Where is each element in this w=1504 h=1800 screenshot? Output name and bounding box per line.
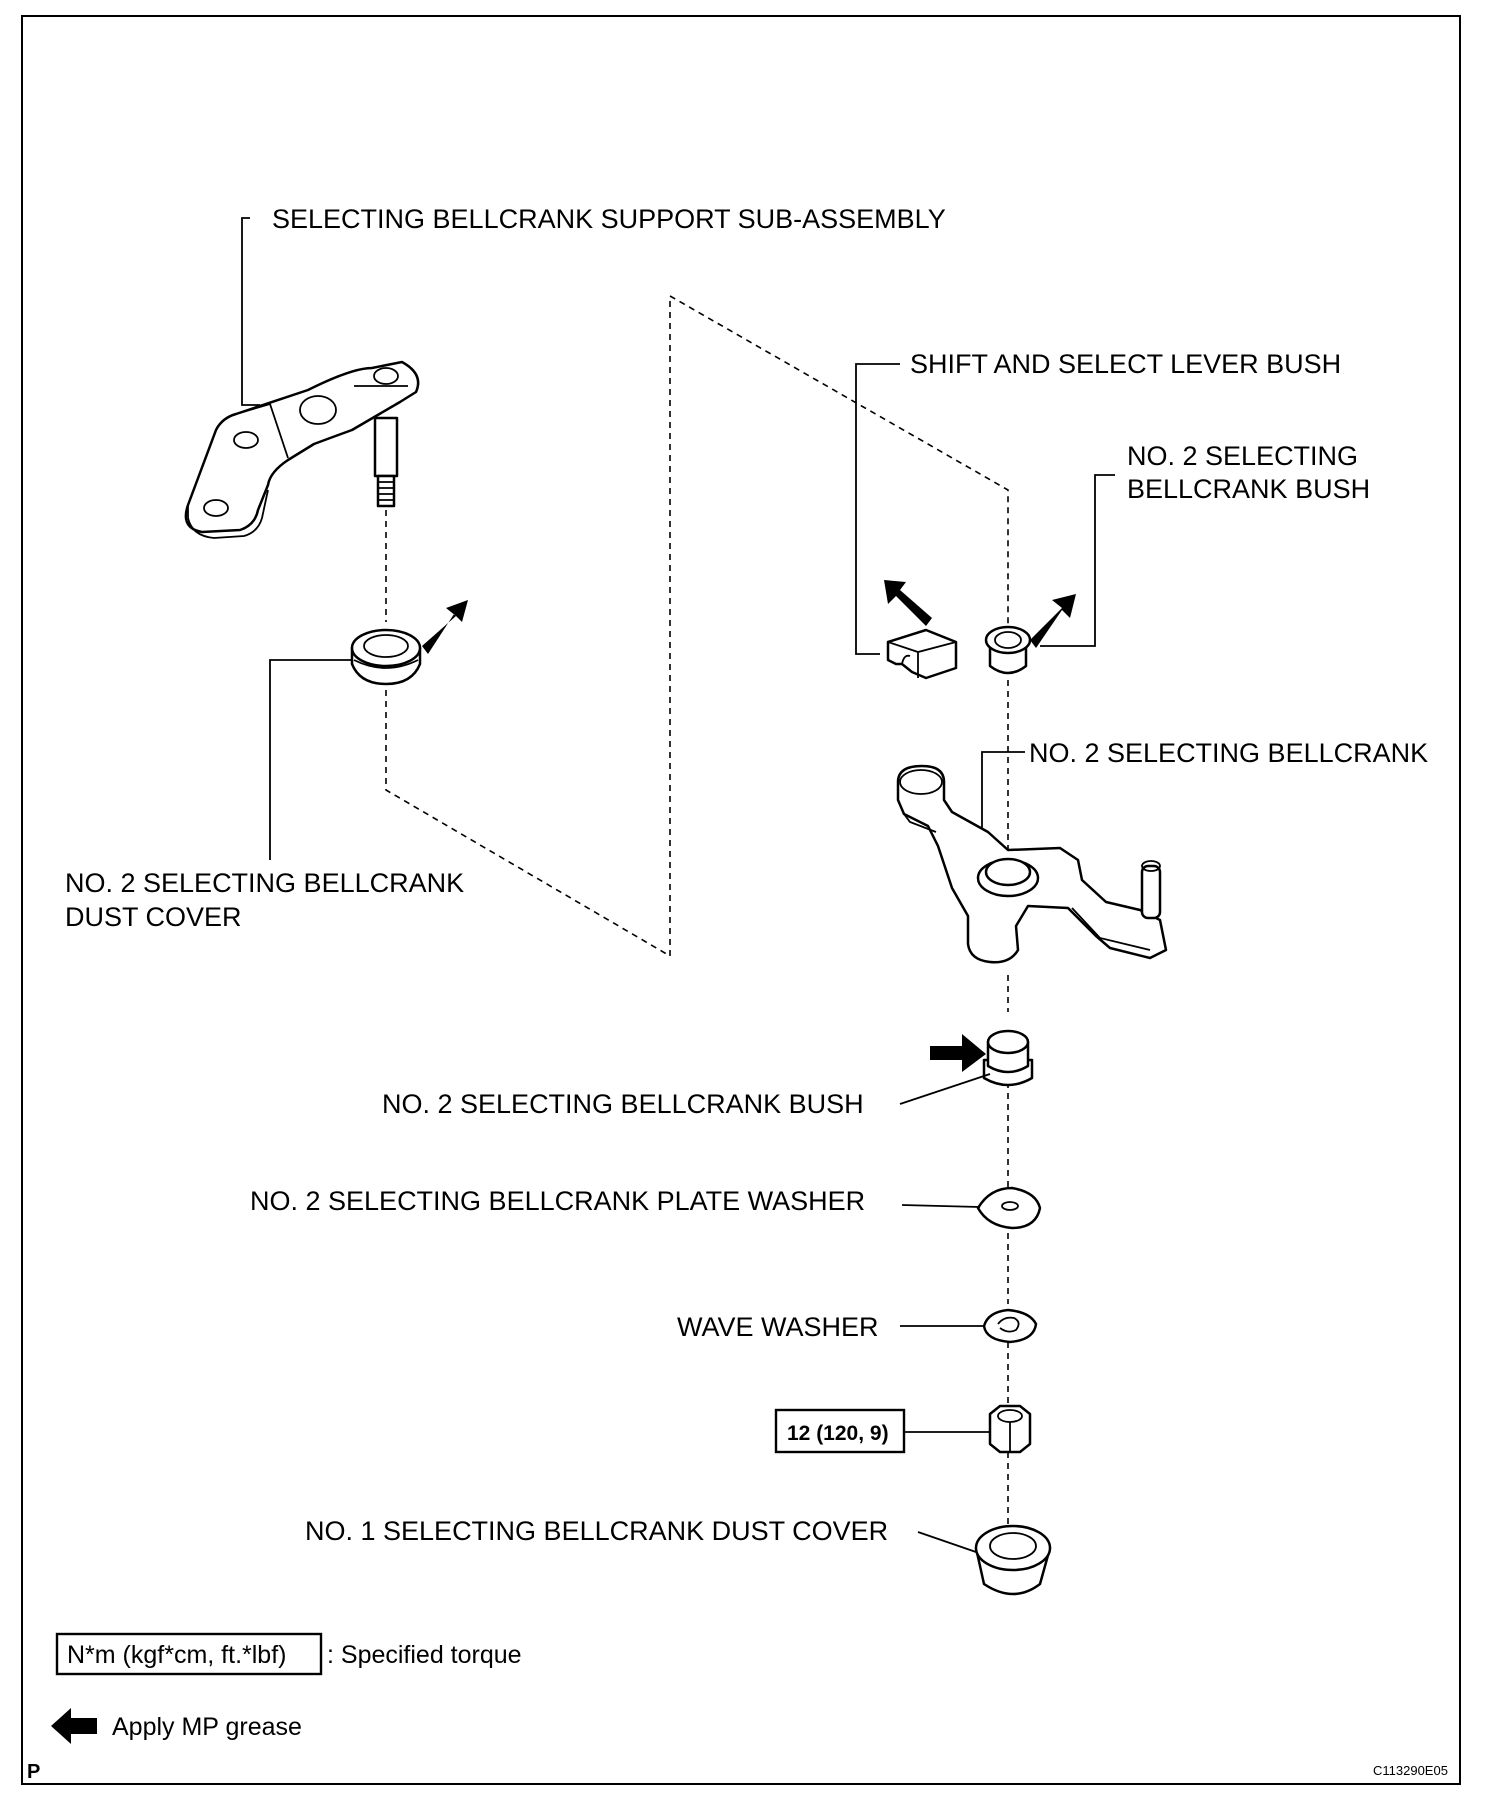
no1-dust-cover-label: NO. 1 SELECTING BELLCRANK DUST COVER bbox=[305, 1516, 888, 1546]
no2-bush-top-leader bbox=[1040, 474, 1115, 647]
no2-bush-bottom-label: NO. 2 SELECTING BELLCRANK BUSH bbox=[382, 1089, 864, 1119]
legend-torque-box-text: N*m (kgf*cm, ft.*lbf) bbox=[67, 1641, 286, 1669]
plate-washer-label: NO. 2 SELECTING BELLCRANK PLATE WASHER bbox=[250, 1186, 865, 1216]
nut-part bbox=[988, 1404, 1032, 1454]
legend-grease-text: Apply MP grease bbox=[112, 1713, 302, 1741]
no2-bush-top-label-line2: BELLCRANK BUSH bbox=[1127, 474, 1370, 504]
no2-dust-cover-leader bbox=[269, 659, 352, 860]
no2-bush-top-part bbox=[984, 625, 1032, 675]
no2-bellcrank-part bbox=[896, 764, 1168, 964]
no1-dust-cover-part bbox=[974, 1524, 1052, 1596]
torque-value-box bbox=[774, 1408, 906, 1454]
figure-code: C113290E05 bbox=[1373, 1763, 1448, 1778]
no2-bush-bottom-leader bbox=[899, 1073, 991, 1105]
support-label: SELECTING BELLCRANK SUPPORT SUB-ASSEMBLY bbox=[272, 204, 946, 234]
wave-washer-part bbox=[982, 1308, 1038, 1344]
no2-dust-cover-label-line1: NO. 2 SELECTING BELLCRANK bbox=[65, 868, 464, 898]
legend-torque-text: : Specified torque bbox=[327, 1641, 522, 1669]
grease-arrow-icon bbox=[422, 600, 468, 654]
legend-torque-box bbox=[55, 1632, 323, 1676]
no2-dust-cover-part bbox=[350, 628, 422, 686]
shift-bush-label: SHIFT AND SELECT LEVER BUSH bbox=[910, 349, 1341, 379]
no2-bush-top-label-line1: NO. 2 SELECTING bbox=[1127, 441, 1358, 471]
no2-bellcrank-label: NO. 2 SELECTING BELLCRANK bbox=[1029, 738, 1428, 768]
shift-bush-leader bbox=[855, 363, 900, 655]
support-leader bbox=[241, 217, 260, 406]
no1-dust-cover-leader bbox=[917, 1531, 977, 1553]
legend-grease-arrow-icon bbox=[51, 1708, 97, 1744]
no2-bush-bottom-part bbox=[982, 1029, 1034, 1087]
torque-value-text: 12 (120, 9) bbox=[787, 1422, 889, 1445]
plate-washer-leader bbox=[901, 1204, 981, 1208]
page-marker: P bbox=[27, 1761, 40, 1783]
diagram-frame bbox=[21, 15, 1461, 1785]
grease-arrow-icon bbox=[1030, 594, 1076, 648]
no2-dust-cover-label-line2: DUST COVER bbox=[65, 902, 242, 932]
wave-washer-label: WAVE WASHER bbox=[677, 1312, 879, 1342]
group-connector-dash bbox=[669, 294, 1009, 956]
plate-washer-part bbox=[976, 1186, 1042, 1230]
grease-arrow-icon bbox=[884, 580, 932, 626]
support-bracket-part bbox=[184, 360, 420, 539]
no2-bellcrank-leader bbox=[981, 751, 1025, 848]
left-assembly-axis bbox=[385, 510, 671, 957]
shift-bush-part bbox=[886, 628, 958, 680]
grease-arrow-icon bbox=[930, 1034, 986, 1072]
